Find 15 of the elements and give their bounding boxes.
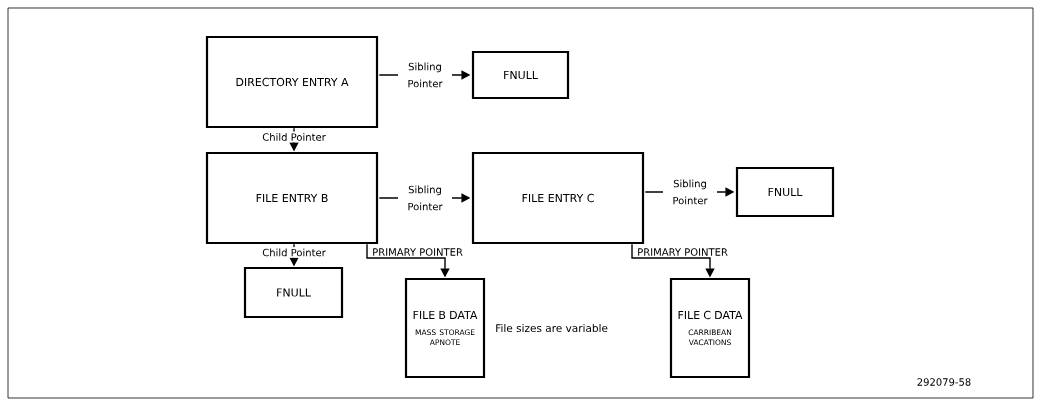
entry-box: FNULL xyxy=(243,266,344,319)
edge-label: PRIMARY POINTER xyxy=(638,248,728,256)
edge-label: PRIMARY POINTER xyxy=(373,248,463,256)
edge-label: Sibling Pointer xyxy=(663,178,717,206)
entry-box: FILE ENTRY C xyxy=(471,151,645,245)
entry-box: FNULL xyxy=(471,50,570,100)
edge-label: Child Pointer xyxy=(260,247,328,258)
entry-box: FILE ENTRY B xyxy=(205,151,379,245)
entry-box: DIRECTORY ENTRY A xyxy=(205,35,379,129)
entry-box: FNULL xyxy=(735,166,835,218)
edge-label: Child Pointer xyxy=(260,131,328,143)
note: File sizes are variable xyxy=(496,323,608,333)
figure-number: 292079-58 xyxy=(917,378,971,386)
edge-label: Sibling Pointer xyxy=(398,184,452,212)
edge-label: Sibling Pointer xyxy=(398,61,452,89)
